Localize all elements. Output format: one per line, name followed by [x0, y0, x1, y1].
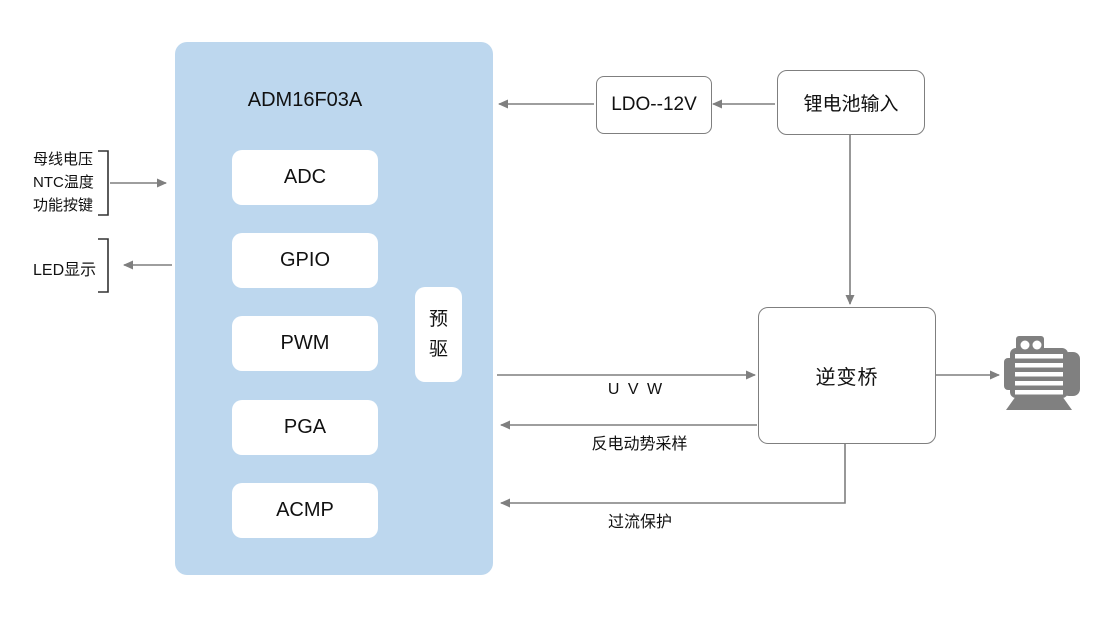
battery-input-block: 锂电池输入 — [777, 70, 925, 135]
module-label: PWM — [280, 332, 330, 354]
motor-terminal-hole — [1032, 340, 1042, 350]
inverter-label: 逆变桥 — [815, 367, 879, 389]
module-label: GPIO — [279, 249, 330, 271]
uvw-wire-label: U V W — [607, 381, 665, 398]
led-display-label: LED显示 — [33, 262, 97, 279]
chip-module-pwm: PWM — [232, 316, 378, 371]
chip-module-acmp: ACMP — [232, 483, 378, 538]
motor-fin-gap — [1015, 381, 1063, 386]
analog-inputs-label: 母线电压 NTC温度 功能按键 — [33, 148, 105, 217]
motor-fin-gap — [1015, 372, 1063, 377]
chip-title: ADM16F03A — [247, 89, 363, 111]
ldo-block: LDO--12V — [596, 76, 712, 134]
inverter-bridge-block: 逆变桥 — [758, 307, 936, 444]
predriver-label: 预驱 — [428, 308, 448, 360]
motor-fin-gap — [1015, 390, 1063, 395]
chip-module-gpio: GPIO — [232, 233, 378, 288]
chip-module-pga: PGA — [232, 400, 378, 455]
module-label: PGA — [283, 416, 327, 438]
motor-fin-gap — [1015, 363, 1063, 368]
back-emf-wire-label: 反电动势采样 — [591, 436, 688, 453]
input-line-func-keys: 功能按键 — [33, 197, 94, 214]
overcurrent-wire-label: 过流保护 — [607, 514, 672, 531]
chip-module-adc: ADC — [232, 150, 378, 205]
module-label: ADC — [283, 166, 327, 188]
input-line-ntc-temp: NTC温度 — [33, 174, 94, 191]
input-line-bus-voltage: 母线电压 — [33, 151, 94, 168]
battery-label: 锂电池输入 — [803, 94, 899, 115]
motor-terminal-hole — [1020, 340, 1030, 350]
motor-fin-gap — [1015, 354, 1063, 359]
motor-base — [1006, 396, 1072, 410]
module-label: ACMP — [276, 499, 334, 521]
ldo-label: LDO--12V — [611, 94, 697, 115]
motor-icon — [1004, 336, 1080, 410]
chip-module-predriver: 预驱 — [415, 287, 462, 382]
